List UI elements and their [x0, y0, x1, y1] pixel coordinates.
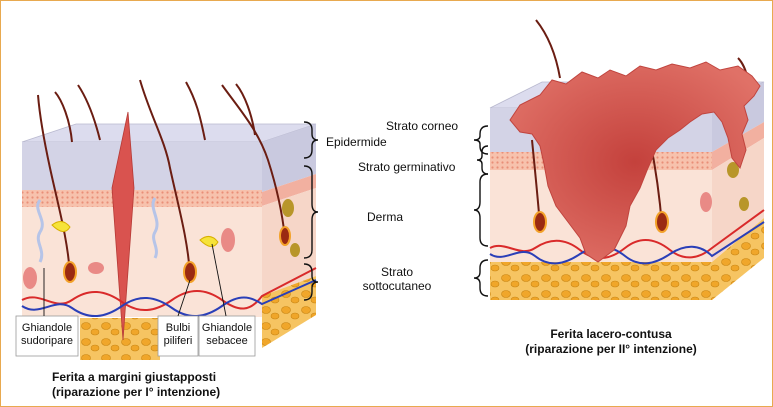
label-strato-corneo: Strato corneo	[386, 119, 458, 133]
label-ghiandole-sudoripare-line1: Ghiandole	[16, 322, 78, 335]
label-strato-sottocutaneo-line1: Strato	[356, 265, 438, 279]
left-skin-block	[16, 80, 316, 360]
label-strato-sottocutaneo: Strato sottocutaneo	[356, 265, 438, 293]
label-ghiandole-sebacee-line2: sebacee	[199, 335, 255, 348]
caption-right: Ferita lacero-contusa (riparazione per I…	[500, 327, 722, 357]
label-bulbi-piliferi-line2: piliferi	[158, 335, 198, 348]
label-derma: Derma	[367, 210, 403, 224]
caption-left: Ferita a margini giustapposti (riparazio…	[52, 370, 220, 400]
label-ghiandole-sudoripare: Ghiandole sudoripare	[16, 322, 78, 347]
caption-right-title: Ferita lacero-contusa	[500, 327, 722, 342]
label-bulbi-piliferi: Bulbi piliferi	[158, 322, 198, 347]
caption-left-subtitle: (riparazione per I° intenzione)	[52, 385, 220, 400]
caption-right-subtitle: (riparazione per II° intenzione)	[500, 342, 722, 357]
label-ghiandole-sebacee: Ghiandole sebacee	[199, 322, 255, 347]
label-strato-sottocutaneo-line2: sottocutaneo	[356, 279, 438, 293]
right-skin-block	[490, 20, 764, 300]
left-subcutis-front	[80, 318, 160, 360]
label-ghiandole-sebacee-line1: Ghiandole	[199, 322, 255, 335]
label-epidermide: Epidermide	[326, 135, 387, 149]
left-epidermis-front	[22, 142, 262, 190]
label-ghiandole-sudoripare-line2: sudoripare	[16, 335, 78, 348]
caption-left-title: Ferita a margini giustapposti	[52, 370, 220, 385]
label-bulbi-piliferi-line1: Bulbi	[158, 322, 198, 335]
label-strato-germinativo: Strato germinativo	[358, 160, 455, 174]
